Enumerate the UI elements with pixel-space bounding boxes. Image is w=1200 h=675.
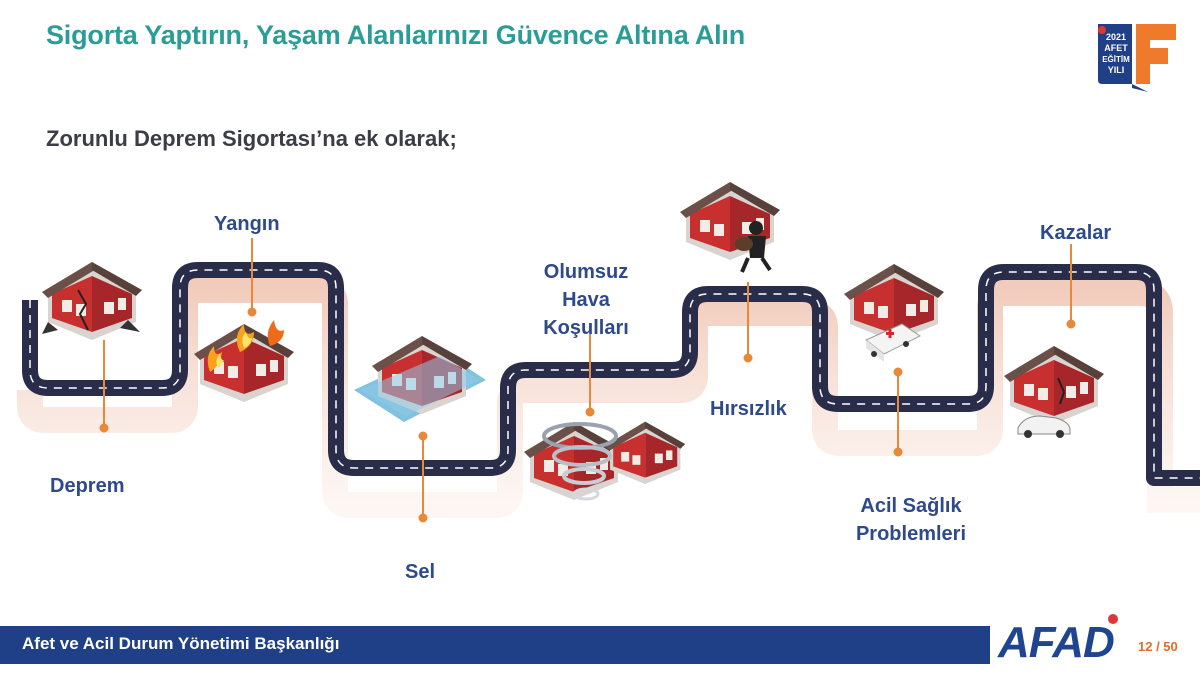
logo-line3: EĞİTİM (1102, 55, 1130, 64)
label-olumsuz-line1: Olumsuz (543, 261, 629, 283)
logo-line2: AFET (1104, 43, 1128, 53)
label-kazalar: Kazalar (1040, 222, 1112, 244)
afad-logo-dot-icon (1108, 614, 1118, 624)
label-hirsizlik: Hırsızlık (710, 398, 787, 420)
label-olumsuz-line3: Koşulları (543, 317, 629, 339)
logo-line4: YILI (1108, 65, 1125, 75)
slide-title: Sigorta Yaptırın, Yaşam Alanlarınızı Güv… (46, 20, 746, 50)
page-number: 12 / 50 (1138, 639, 1178, 654)
label-acil-saglik: Acil Sağlık Problemleri (838, 492, 984, 548)
label-acil-line1: Acil Sağlık (860, 495, 962, 517)
label-deprem: Deprem (50, 475, 125, 497)
label-olumsuz-hava: Olumsuz Hava Koşulları (526, 258, 646, 342)
afad-logo: AFAD (998, 618, 1115, 667)
footer-org-name: Afet ve Acil Durum Yönetimi Başkanlığı (22, 634, 340, 653)
burglary-house-icon (680, 182, 780, 273)
logo-year: 2021 (1106, 32, 1126, 42)
slide-subtitle: Zorunlu Deprem Sigortası’na ek olarak; (46, 126, 457, 151)
fire-house-icon (194, 320, 294, 402)
afet-egitim-yili-logo: 2021 AFET EĞİTİM YILI (1098, 24, 1176, 92)
label-olumsuz-line2: Hava (562, 289, 610, 311)
storm-house-icon (524, 421, 686, 501)
label-acil-line2: Problemleri (855, 523, 967, 545)
ambulance-house-icon (844, 264, 944, 362)
label-sel: Sel (405, 561, 436, 583)
accident-house-icon (1004, 346, 1104, 438)
flood-house-icon (354, 336, 486, 422)
earthquake-house-icon (42, 262, 142, 340)
road-illustration (17, 182, 1200, 523)
footer-bar: Afet ve Acil Durum Yönetimi Başkanlığı (0, 626, 990, 664)
label-yangin: Yangın (214, 213, 280, 235)
